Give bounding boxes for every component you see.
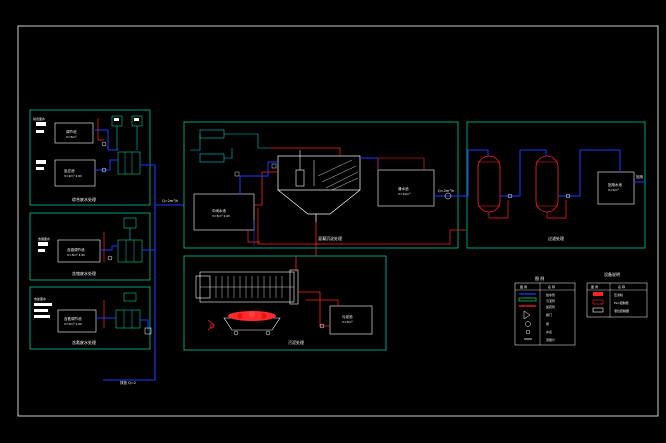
tank-final-spec: V=5m³ — [608, 188, 619, 192]
section-label-main: 混凝沉淀处理 — [318, 235, 342, 241]
tank-c1 — [57, 309, 97, 333]
sludge-panel: 污泥池 V=3m³ 污泥处理 — [183, 232, 387, 351]
tank-sludge — [329, 305, 373, 335]
dosing-box-3 — [123, 217, 137, 229]
reactor-c — [115, 309, 141, 329]
flow-label-out: Q=2m³/h — [438, 189, 454, 193]
legend-pipes-header-symbol: 图 例 — [520, 284, 527, 289]
tank-clear — [377, 169, 435, 207]
legend-equipment-row-2: 液位控制器 — [614, 308, 629, 313]
legend-equipment-header-symbol: 图 例 — [591, 284, 598, 289]
legend-pipes-title: 图 例 — [535, 275, 544, 281]
section-label-sludge: 污泥处理 — [288, 339, 304, 345]
backwash-return-pipe — [257, 208, 466, 245]
legend-equipment-row-1: PLC控制柜 — [614, 300, 629, 305]
outlet-label: 回用 — [636, 175, 644, 179]
legend-pipe-row-2: 加药管 — [546, 304, 555, 309]
dosing-box-4 — [123, 292, 137, 302]
filter-panel: 回用水池 V=5m³ 回用 过滤处理 — [458, 121, 646, 249]
tank-final-name: 回用水池 — [608, 182, 622, 187]
legend-pipe-row-5: 水表 — [546, 329, 552, 334]
reactor-b — [117, 239, 143, 263]
dosing-panel-2 — [199, 153, 225, 163]
legend-pipe-row-4: 泵 — [546, 321, 549, 326]
filter-vessel-2 — [535, 155, 559, 213]
tank-a1 — [54, 122, 94, 144]
tank-final — [597, 171, 635, 205]
filter-press — [195, 269, 299, 305]
legend-pipe-row-0: 给水管 — [546, 292, 555, 297]
tank-b1-spec: V=3m³ 4.5h — [67, 253, 85, 257]
clarifier — [277, 150, 361, 222]
legend-equipment-row-0: 压滤机 — [614, 292, 623, 297]
section-label-pretreat-b: 含铬废水处理 — [72, 270, 96, 276]
inflow-label-a: 综合废水 — [33, 116, 45, 121]
pretreat-panel-b: 含铬调节池 V=3m³ 4.5h 含铬废水处理 — [29, 212, 155, 281]
pretreat-panel-c: 含氰调节池 V=3m³ 2.0h 含氰废水处理 — [29, 286, 152, 350]
drawing-frame — [17, 25, 659, 417]
tank-main-name: 中间水池 — [212, 208, 226, 213]
section-label-filter: 过滤处理 — [548, 235, 564, 241]
legend-pipe-row-3: 阀门 — [546, 312, 552, 317]
tank-b1-name: 含铬调节池 — [67, 247, 85, 252]
flow-label-main: Q=2m³/h — [162, 199, 178, 203]
reactor-a — [117, 151, 141, 175]
tank-a2 — [54, 159, 96, 187]
inflow-label-c: 含氰废水 — [34, 296, 46, 301]
legend-equipment-title: 设备说明 — [604, 271, 620, 277]
tank-a2-spec: V=2m³ 2.0h — [64, 174, 82, 178]
legend-pipes-rows: 给水管 污泥管 加药管 阀门 泵 水表 流量计 — [546, 292, 555, 342]
legend-equipment-header-name: 名 称 — [618, 284, 625, 289]
pretreat-panel-a: 调节池 V=5m³ 反应池 V=2m³ 2.0h 综合废水处理 — [29, 109, 156, 210]
tank-clear-name: 清水池 — [398, 186, 409, 191]
tank-clear-spec: V=10m³ — [398, 192, 411, 196]
collector-pipe — [103, 165, 156, 381]
section-label-pretreat-c: 含氰废水处理 — [72, 339, 96, 345]
tank-main-spec: V=5m³ 2.0h — [212, 214, 230, 218]
legend-pipe-row-6: 流量计 — [546, 337, 555, 342]
legend-pipes-header-name: 名 称 — [548, 284, 555, 289]
tank-sludge-name: 污泥池 — [342, 314, 353, 319]
dosing-panel-1 — [199, 129, 225, 139]
tank-main — [193, 193, 255, 231]
tank-a2-name: 反应池 — [64, 168, 75, 173]
tank-c1-name: 含氰调节池 — [64, 316, 82, 321]
tank-a1-spec: V=5m³ — [66, 135, 77, 139]
tank-a1-name: 调节池 — [66, 129, 77, 134]
section-label-pretreat-a: 综合废水处理 — [72, 196, 96, 202]
legend-pipes: 图 例 图 例 名 称 给水管 污泥管 加药管 阀门 泵 水表 流量计 — [514, 275, 576, 346]
tank-c1-spec: V=3m³ 2.0h — [64, 322, 82, 326]
main-panel: 中间水池 V=5m³ 2.0h 清水池 V=10m³ — [183, 121, 459, 249]
inflow-label-b: 含铬废水 — [38, 236, 50, 241]
discharge-label: 排放 Q=2 — [120, 380, 136, 385]
tank-sludge-spec: V=3m³ — [342, 320, 353, 324]
filter-vessel-1 — [477, 155, 501, 213]
legend-equipment: 设备说明 图 例 名 称 压滤机 PLC控制柜 液位控制器 — [586, 271, 648, 318]
sludge-cart — [223, 311, 281, 336]
tank-b1 — [57, 239, 101, 263]
legend-pipe-row-1: 污泥管 — [546, 298, 555, 303]
